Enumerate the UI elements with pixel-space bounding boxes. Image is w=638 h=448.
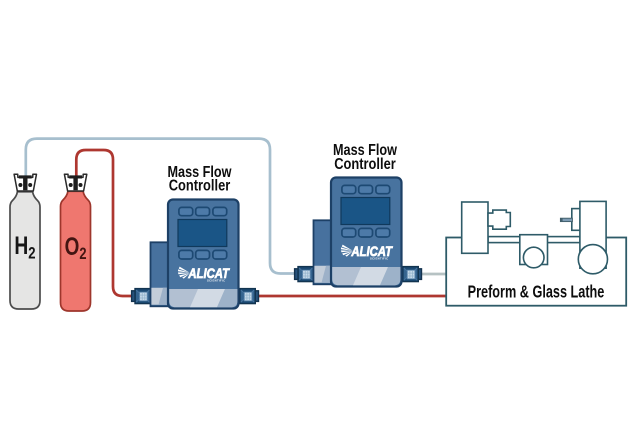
svg-text:Preform & Glass Lathe: Preform & Glass Lathe bbox=[468, 281, 605, 301]
svg-text:Controller: Controller bbox=[334, 156, 396, 173]
svg-text:Controller: Controller bbox=[169, 178, 231, 195]
svg-text:Mass Flow: Mass Flow bbox=[168, 164, 233, 181]
svg-text:Mass Flow: Mass Flow bbox=[333, 142, 398, 159]
